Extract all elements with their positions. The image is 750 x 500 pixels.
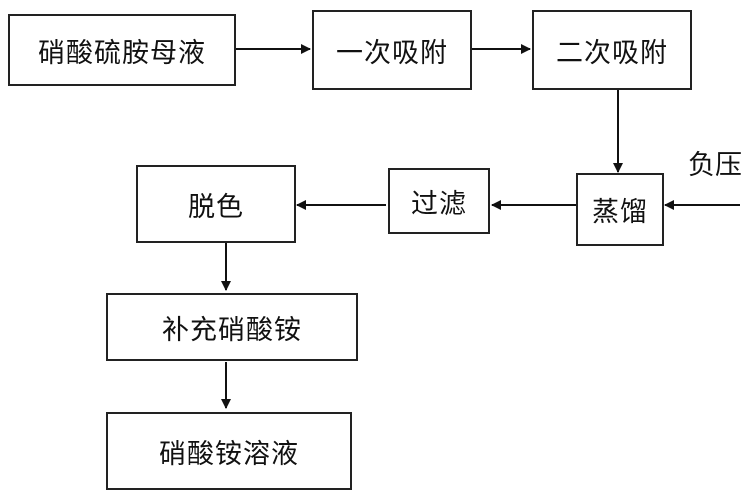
node-ammonium-nitrate-solution: 硝酸铵溶液: [106, 412, 352, 490]
node-distillation: 蒸馏: [576, 173, 664, 246]
node-first-adsorption: 一次吸附: [312, 10, 472, 90]
node-mother-liquor: 硝酸硫胺母液: [8, 14, 236, 86]
node-decolorization: 脱色: [136, 165, 296, 243]
node-filtration: 过滤: [388, 168, 490, 234]
negative-pressure-label: 负压: [688, 150, 742, 181]
node-supplement-ammonium-nitrate: 补充硝酸铵: [106, 293, 358, 361]
node-second-adsorption: 二次吸附: [532, 10, 692, 90]
